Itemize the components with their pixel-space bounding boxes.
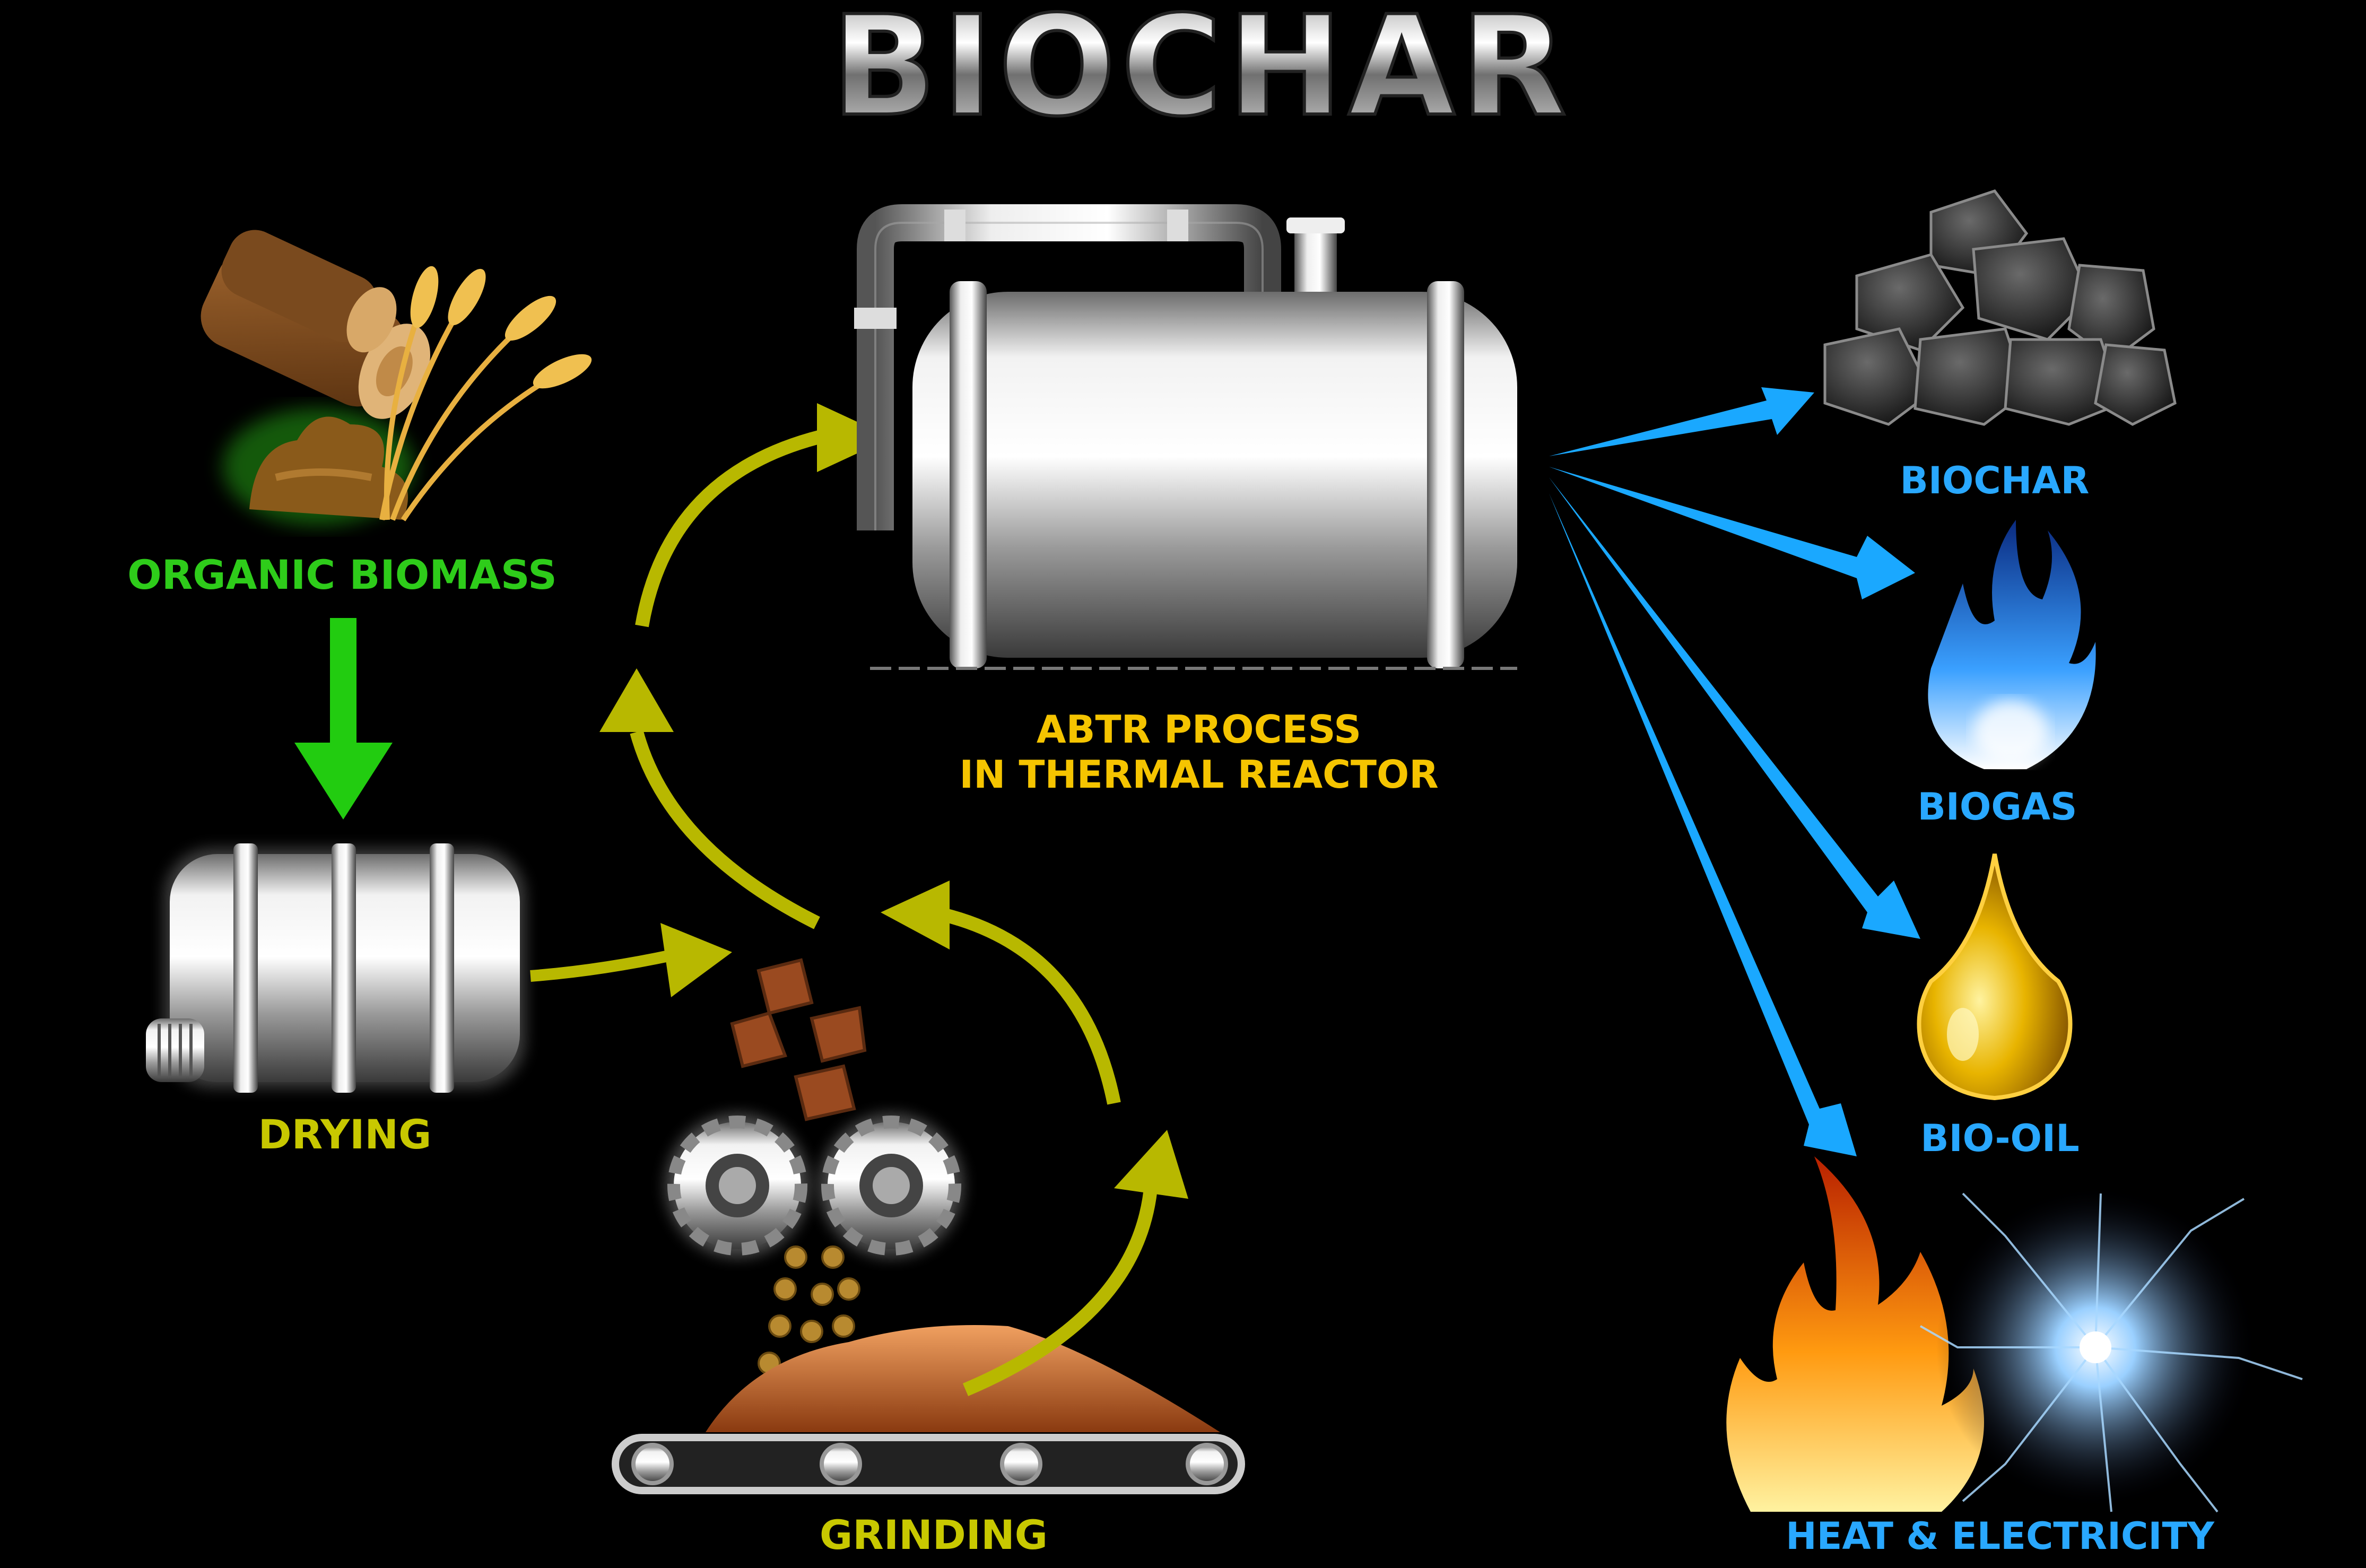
organic-biomass-icon (201, 230, 592, 525)
bio-oil-output-label: BIO-OIL (1920, 1117, 2079, 1160)
biochar-coal-icon (1823, 189, 2177, 426)
drying-drum-icon (146, 843, 525, 1093)
biochar-output-label: BIOCHAR (1900, 459, 2090, 502)
heat-electricity-output-label: HEAT & ELECTRICITY (1786, 1514, 2215, 1558)
biogas-output-label: BIOGAS (1918, 785, 2077, 829)
arrow-biomass-to-drying (294, 618, 393, 820)
biogas-flame-icon (1928, 520, 2096, 769)
reactor-label-line2: IN THERMAL REACTOR (959, 752, 1438, 797)
diagram-title: BIOCHAR (831, 0, 1572, 147)
electricity-spark-icon (1920, 1188, 2303, 1513)
thermal-reactor-icon (854, 204, 1517, 670)
grinding-machine-icon (612, 958, 1245, 1494)
drying-label: DRYING (258, 1111, 432, 1158)
arrow-drying-to-grinding (530, 923, 732, 997)
grinding-label: GRINDING (820, 1511, 1048, 1558)
organic-biomass-label: ORGANIC BIOMASS (127, 551, 557, 598)
arrow-heads-loop (599, 403, 1188, 1199)
bio-oil-drop-icon (1917, 853, 2073, 1101)
output-arrows (1549, 387, 1920, 1156)
heat-fire-icon (1726, 1156, 1984, 1512)
arrow-grinding-loop (630, 428, 1158, 1396)
reactor-label-line1: ABTR PROCESS (1037, 707, 1361, 752)
